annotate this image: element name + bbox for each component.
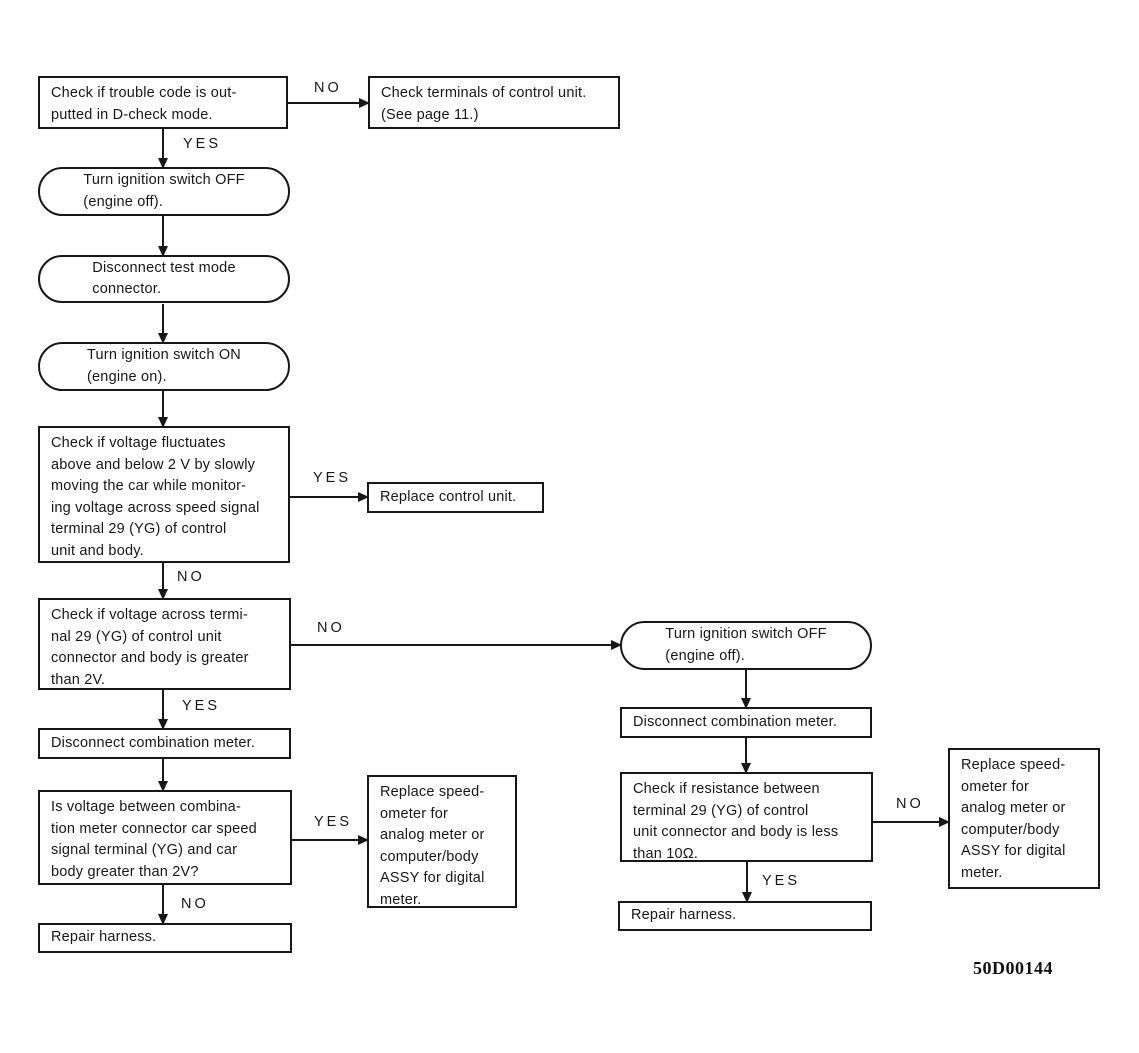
node-repair-harness-left-text: Repair harness. (51, 929, 157, 946)
node-ignition-off-2-text: Turn ignition switch OFF (engine off). (665, 626, 827, 664)
arrowhead-down-icon (158, 417, 168, 428)
node-disconnect-combination-meter-right: Disconnect combination meter. (620, 707, 872, 738)
arrow-resistance-no (873, 817, 950, 827)
node-replace-speedometer-left-text: Replace speed- ometer for analog meter o… (380, 784, 485, 908)
arrowhead-right-icon (939, 817, 950, 827)
node-ignition-off-2: Turn ignition switch OFF (engine off). (620, 621, 872, 670)
label-yes-meter-voltage: YES (314, 814, 353, 830)
node-check-terminals-text: Check terminals of control unit. (See pa… (381, 85, 587, 123)
arrow-disconnect-meter-to-meter-voltage (158, 759, 168, 792)
node-ignition-on-text: Turn ignition switch ON (engine on). (87, 347, 241, 385)
arrowhead-right-icon (611, 640, 622, 650)
label-no-trouble-code: NO (314, 80, 342, 96)
node-disconnect-combination-meter-left-text: Disconnect combination meter. (51, 734, 256, 751)
node-ignition-off-1-text: Turn ignition switch OFF (engine off). (83, 172, 245, 210)
arrow-disconnect-to-resistance-check (741, 738, 751, 774)
node-ignition-off-1: Turn ignition switch OFF (engine off). (38, 167, 290, 216)
arrowhead-down-icon (158, 914, 168, 925)
arrowhead-down-icon (741, 698, 751, 709)
node-replace-control-unit: Replace control unit. (367, 482, 544, 513)
node-disconnect-test-mode-text: Disconnect test mode connector. (92, 259, 236, 298)
node-repair-harness-right-text: Repair harness. (631, 907, 737, 924)
node-check-voltage-terminal29-text: Check if voltage across termi- nal 29 (Y… (51, 607, 249, 688)
arrowhead-down-icon (741, 763, 751, 774)
arrow-resistance-yes (742, 862, 752, 903)
node-disconnect-combination-meter-right-text: Disconnect combination meter. (633, 713, 838, 730)
node-check-resistance: Check if resistance between terminal 29 … (620, 772, 873, 862)
node-ignition-on: Turn ignition switch ON (engine on). (38, 342, 290, 391)
node-repair-harness-left: Repair harness. (38, 923, 292, 953)
arrow-voltage-fluctuates-no (158, 563, 168, 600)
node-check-meter-voltage-text: Is voltage between combina- tion meter c… (51, 799, 257, 880)
figure-code: 50D00144 (973, 958, 1053, 978)
label-no-meter-voltage: NO (181, 896, 209, 912)
arrow-trouble-code-yes (158, 129, 168, 169)
arrow-meter-voltage-yes (292, 835, 369, 845)
arrowhead-down-icon (158, 781, 168, 792)
node-replace-speedometer-right-text: Replace speed- ometer for analog meter o… (961, 757, 1066, 881)
arrowhead-right-icon (358, 492, 369, 502)
label-yes-trouble-code: YES (183, 136, 222, 152)
label-yes-voltage-fluctuates: YES (313, 470, 352, 486)
arrowhead-down-icon (742, 892, 752, 903)
arrowhead-down-icon (158, 719, 168, 730)
arrowhead-right-icon (359, 98, 370, 108)
node-repair-harness-right: Repair harness. (618, 901, 872, 931)
arrow-meter-voltage-no (158, 885, 168, 925)
label-yes-resistance: YES (762, 873, 801, 889)
node-check-trouble-code: Check if trouble code is out- putted in … (38, 76, 288, 129)
arrow-ignition-off-2-to-disconnect (741, 670, 751, 709)
node-check-trouble-code-text: Check if trouble code is out- putted in … (51, 85, 237, 123)
arrowhead-right-icon (358, 835, 369, 845)
node-replace-control-unit-text: Replace control unit. (380, 488, 517, 505)
label-no-resistance: NO (896, 796, 924, 812)
label-no-voltage-fluctuates: NO (177, 569, 205, 585)
arrow-terminal29-yes (158, 690, 168, 730)
node-disconnect-test-mode: Disconnect test mode connector. (38, 255, 290, 303)
arrow-test-mode-to-ignition-on (158, 304, 168, 344)
arrow-ignition-on-to-voltage-check (158, 391, 168, 428)
node-disconnect-combination-meter-left: Disconnect combination meter. (38, 728, 291, 759)
node-check-voltage-fluctuates-text: Check if voltage fluctuates above and be… (51, 435, 260, 559)
arrowhead-down-icon (158, 333, 168, 344)
arrow-terminal29-no (291, 640, 622, 650)
arrowhead-down-icon (158, 246, 168, 257)
node-check-terminals: Check terminals of control unit. (See pa… (368, 76, 620, 129)
node-replace-speedometer-left: Replace speed- ometer for analog meter o… (367, 775, 517, 908)
arrowhead-down-icon (158, 158, 168, 169)
arrow-voltage-fluctuates-yes (290, 492, 369, 502)
arrowhead-down-icon (158, 589, 168, 600)
arrow-ignition-off-to-test-mode (158, 216, 168, 257)
label-no-terminal29: NO (317, 620, 345, 636)
node-check-voltage-terminal29: Check if voltage across termi- nal 29 (Y… (38, 598, 291, 690)
arrow-trouble-code-no (288, 98, 370, 108)
node-check-resistance-text: Check if resistance between terminal 29 … (633, 781, 839, 862)
node-check-voltage-fluctuates: Check if voltage fluctuates above and be… (38, 426, 290, 563)
node-replace-speedometer-right: Replace speed- ometer for analog meter o… (948, 748, 1100, 889)
label-yes-terminal29: YES (182, 698, 221, 714)
node-check-meter-voltage: Is voltage between combina- tion meter c… (38, 790, 292, 885)
